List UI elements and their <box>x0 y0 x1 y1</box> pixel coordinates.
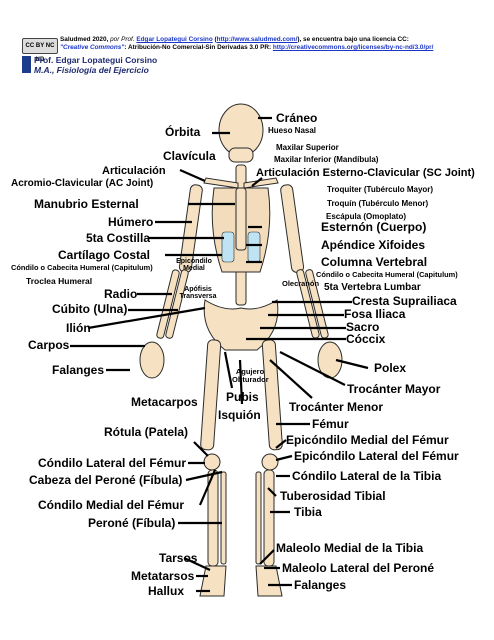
label-humero: Húmero <box>108 215 154 229</box>
label-trocanter-menor: Trocánter Menor <box>289 400 384 414</box>
patella-right <box>261 453 279 471</box>
label-condilo-lateral-femur: Cóndilo Lateral del Fémur <box>38 456 187 470</box>
label-epicondilo-lateral-femur: Epicóndilo Lateral del Fémur <box>294 449 459 463</box>
label-falanges-mano: Falanges <box>52 363 105 377</box>
label-fosa: Fosa Iliaca <box>344 307 406 321</box>
label-troquiter: Troquiter (Tubérculo Mayor) <box>327 185 434 194</box>
label-condilo-lateral-tibia: Cóndilo Lateral de la Tibia <box>292 469 442 483</box>
license-por: por Prof. <box>110 36 137 43</box>
license-text: Saludmed 2020, por Prof. Edgar Lopategui… <box>60 36 434 51</box>
label-maxilar-inferior: Maxilar Inferior (Mandíbula) <box>274 155 379 164</box>
label-vertebra-lumbar: 5ta Vertebra Lumbar <box>324 282 421 293</box>
pointer-lines <box>70 116 369 593</box>
label-isquion: Isquión <box>218 408 261 422</box>
label-trocanter-mayor: Trocánter Mayor <box>347 382 441 396</box>
label-coccix: Cóccix <box>346 332 386 346</box>
radius-left <box>156 269 180 339</box>
foot-left <box>199 565 227 597</box>
label-tibia: Tibia <box>294 505 322 519</box>
label-troclea: Troclea Humeral <box>26 276 93 286</box>
label-manubrio: Manubrio Esternal <box>34 197 139 211</box>
label-tuberosidad: Tuberosidad Tibial <box>280 489 386 503</box>
saludmed-link[interactable]: http://www.saludmed.com/ <box>216 36 298 43</box>
label-condilo-humeral-der: Cóndilo o Cabecita Humeral (Capitulum) <box>316 270 458 279</box>
label-cresta: Cresta Suprailiaca <box>352 294 457 308</box>
label-metatarsos: Metatarsos <box>131 569 195 583</box>
label-rotula: Rótula (Patela) <box>104 425 189 439</box>
author-link[interactable]: Edgar Lopategui Corsino <box>136 36 213 43</box>
label-radio: Radio <box>104 287 138 301</box>
label-sacro: Sacro <box>346 320 380 334</box>
author-role: M.A., Fisiología del Ejercicio <box>34 65 149 75</box>
label-pubis: Pubis <box>226 390 259 404</box>
label-esternon: Esternón (Cuerpo) <box>321 220 427 234</box>
cartilage-left <box>221 231 235 263</box>
ulna-left <box>165 269 189 339</box>
cc-name: "Creative Commons" <box>60 44 125 51</box>
label-maleolo-lateral: Maleolo Lateral del Peroné <box>282 561 435 575</box>
label-apendice: Apéndice Xifoides <box>321 238 426 252</box>
label-escapula: Escápula (Omoplato) <box>326 212 407 221</box>
patella-left <box>203 453 221 471</box>
label-falanges-pie: Falanges <box>294 578 347 592</box>
label-condilo-humeral-izq: Cóndilo o Cabecita Humeral (Capitulum) <box>11 263 153 272</box>
label-esterno-clavicular: Articulación Esterno-Clavicular (SC Join… <box>256 167 475 179</box>
fibula-right <box>255 471 262 565</box>
label-apofisis: Apófisis Transversa <box>179 286 217 300</box>
label-cartilago: Cartílago Costal <box>58 248 151 262</box>
label-epicondilo-medial-femur: Epicóndilo Medial del Fémur <box>286 433 449 447</box>
license-type: : Atribución-No Comercial-Sin Derivadas … <box>124 44 273 51</box>
author-block: Prof. Edgar Lopategui Corsino M.A., Fisi… <box>34 55 157 75</box>
label-polex: Polex <box>374 361 407 375</box>
license-link[interactable]: http://creativecommons.org/licenses/by-n… <box>272 44 434 51</box>
label-cubito: Cúbito (Ulna) <box>52 302 128 316</box>
label-troquin: Troquín (Tubérculo Menor) <box>327 199 429 208</box>
label-columna: Columna Vertebral <box>321 255 428 269</box>
label-hallux: Hallux <box>148 584 185 598</box>
foot-right <box>255 565 283 597</box>
pelvis <box>203 299 279 351</box>
label-cabeza-perone: Cabeza del Peroné (Fíbula) <box>29 473 183 487</box>
label-costilla: 5ta Costilla <box>86 231 151 245</box>
label-orbita: Órbita <box>165 125 201 139</box>
label-condilo-medial-femur: Cóndilo Medial del Fémur <box>38 498 185 512</box>
label-tarsos: Tarsos <box>159 551 198 565</box>
femur-right <box>261 339 283 451</box>
label-femur: Fémur <box>312 417 349 431</box>
label-maleolo-medial: Maleolo Medial de la Tibia <box>276 541 424 555</box>
label-maxilar-superior: Maxilar Superior <box>276 143 339 152</box>
author-name: Prof. Edgar Lopategui Corsino <box>34 55 158 65</box>
label-craneo: Cráneo <box>276 111 318 125</box>
cartilage-right <box>247 231 261 263</box>
jaw <box>228 147 254 163</box>
fibula-left <box>220 471 227 565</box>
humerus-right <box>280 184 305 273</box>
label-olecranon: Olecranón <box>282 279 320 288</box>
femur-left <box>200 339 222 451</box>
sternum <box>235 187 247 251</box>
label-acromio: Acromio-Clavicular (AC Joint) <box>11 178 154 189</box>
license-suffix: , se encuentra bajo una licencia CC: <box>299 36 409 43</box>
label-clavicula: Clavícula <box>163 149 216 163</box>
author-flag-icon <box>22 56 31 73</box>
label-hueso-nasal: Hueso Nasal <box>268 126 317 135</box>
label-perone: Peroné (Fíbula) <box>88 516 176 530</box>
label-epicondilo-medial: Epicóndilo Medial <box>176 258 212 272</box>
license-prefix: Saludmed 2020, <box>60 36 111 43</box>
label-agujero: Agujero Obturador <box>232 367 269 384</box>
cc-license-badge[interactable]: CC BY NC ND <box>22 38 58 63</box>
hand-left <box>139 341 165 379</box>
label-metacarpos: Metacarpos <box>131 395 198 409</box>
clavicle-left <box>203 177 239 189</box>
label-articulacion: Articulación <box>102 165 166 177</box>
label-ilion: Ilión <box>66 321 91 335</box>
label-carpos: Carpos <box>28 338 70 352</box>
